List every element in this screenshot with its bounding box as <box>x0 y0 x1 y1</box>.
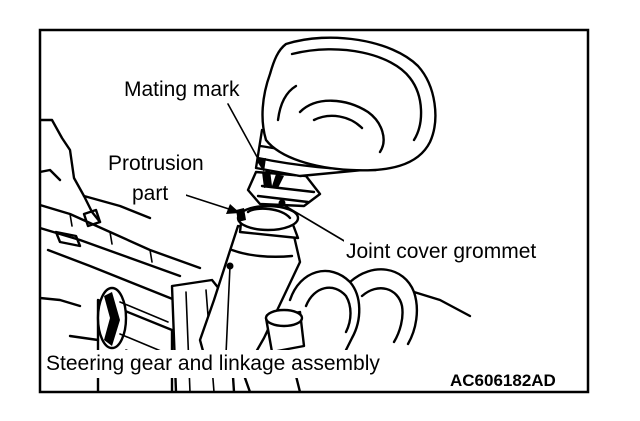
mounting-bracket <box>82 208 102 228</box>
steering-gear-leader-dot <box>226 262 234 270</box>
mating-mark-arrowhead <box>256 158 266 172</box>
grommet-leader <box>281 203 347 243</box>
label-protrusion-line2: part <box>132 182 168 205</box>
protrusion-arrowhead <box>226 204 240 214</box>
callout-leaders <box>163 103 347 355</box>
figure-code: AC606182AD <box>450 371 556 390</box>
label-protrusion-line1: Protrusion <box>108 152 204 175</box>
label-joint-cover-grommet: Joint cover grommet <box>346 240 536 263</box>
mating-mark-notch <box>262 170 272 188</box>
vehicle-body-panel <box>40 118 102 224</box>
label-mating-mark: Mating mark <box>124 78 240 101</box>
mating-mark-leader <box>227 103 263 167</box>
steering-gear-leader <box>225 265 231 355</box>
grommet-leader-dot <box>278 199 286 207</box>
label-steering-gear: Steering gear and linkage assembly <box>46 352 380 375</box>
